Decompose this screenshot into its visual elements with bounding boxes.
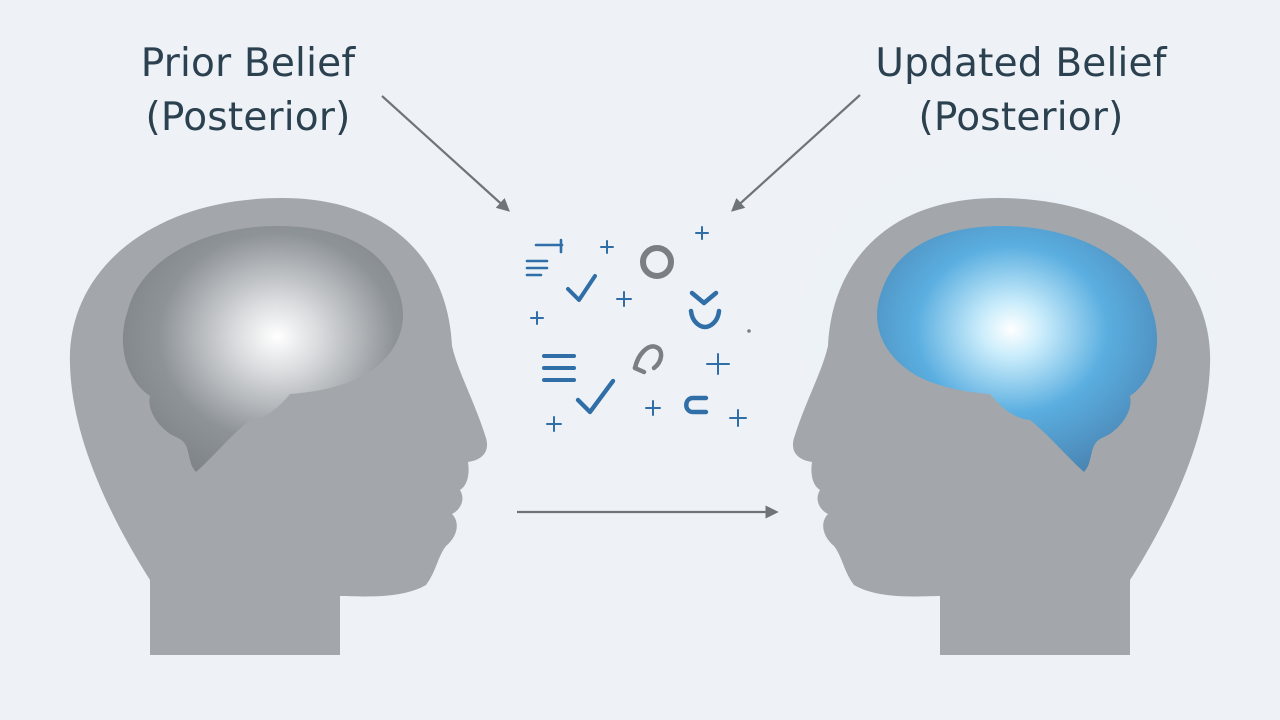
prior-label-arrow [381, 95, 510, 212]
updated-belief-subtitle: (Posterior) [918, 95, 1124, 140]
prior-belief-subtitle: (Posterior) [145, 95, 351, 140]
updated-belief-title: Updated Belief [875, 41, 1167, 86]
gray-brain-icon [122, 226, 403, 472]
updated-label-arrow [731, 94, 861, 212]
left-head-icon [69, 198, 488, 655]
prior-belief-title: Prior Belief [140, 41, 356, 86]
right-head-icon [792, 198, 1211, 655]
blue-brain-icon [877, 226, 1158, 472]
evidence-symbols-icon [525, 226, 751, 432]
updated-belief-label: Updated Belief (Posterior) [858, 37, 1184, 145]
prior-belief-label: Prior Belief (Posterior) [113, 37, 383, 145]
